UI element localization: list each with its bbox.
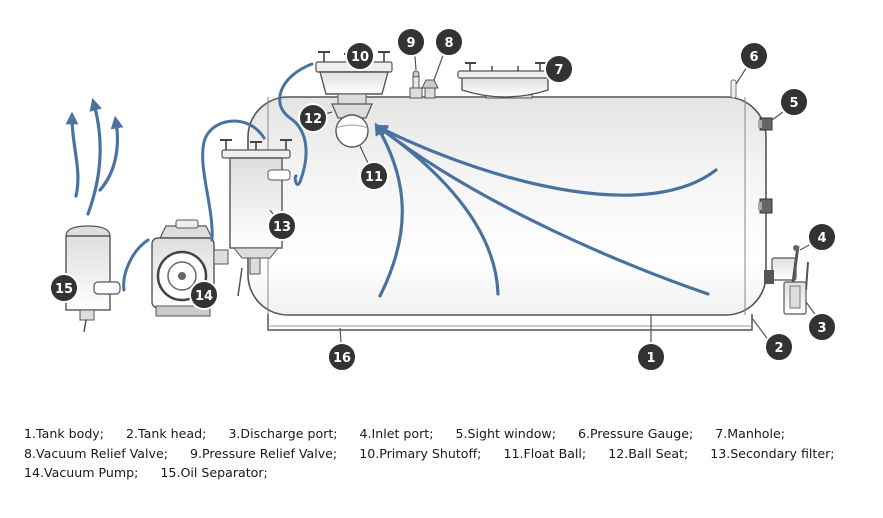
svg-text:2: 2 xyxy=(774,341,783,356)
ball-seat xyxy=(331,103,373,119)
legend-line-3: 14.Vacuum Pump; 15.Oil Separator; xyxy=(24,463,874,483)
float-ball xyxy=(335,114,369,148)
pressure-gauge xyxy=(730,79,737,99)
svg-text:6: 6 xyxy=(749,50,758,65)
manhole xyxy=(457,62,553,99)
legend-line-1: 1.Tank body; 2.Tank head; 3.Discharge po… xyxy=(24,424,874,444)
legend-item-secondary-filter: 13.Secondary filter; xyxy=(710,445,835,461)
exhaust-arrows xyxy=(65,97,124,216)
legend-item-pressure-gauge: 6.Pressure Gauge; xyxy=(577,426,694,441)
secondary-filter xyxy=(220,139,292,297)
legend-item-vacuum-pump: 14.Vacuum Pump; xyxy=(24,465,139,480)
legend-item-vacuum-relief-valve: 8.Vacuum Relief Valve; xyxy=(24,445,168,461)
svg-text:7: 7 xyxy=(554,63,563,78)
pressure-relief-valve xyxy=(409,70,423,99)
svg-text:16: 16 xyxy=(333,351,351,366)
callout-1: 1 xyxy=(636,342,666,372)
legend-line-2: 8.Vacuum Relief Valve; 9.Pressure Relief… xyxy=(24,444,874,464)
callout-3: 3 xyxy=(807,312,837,342)
legend-item-tank-head: 2.Tank head; xyxy=(126,426,207,441)
svg-text:9: 9 xyxy=(406,36,415,51)
svg-text:4: 4 xyxy=(817,231,826,246)
base-frame xyxy=(267,314,753,331)
vacuum-pump xyxy=(151,219,229,317)
vacuum-tank-diagram: 1 2 3 4 5 6 7 8 9 10 11 12 xyxy=(49,27,837,372)
sight-window xyxy=(758,117,773,214)
svg-text:10: 10 xyxy=(351,50,369,65)
legend: 1.Tank body; 2.Tank head; 3.Discharge po… xyxy=(24,424,874,483)
primary-shutoff xyxy=(315,51,393,105)
legend-item-discharge-port: 3.Discharge port; xyxy=(228,426,338,441)
svg-text:1: 1 xyxy=(646,351,655,366)
legend-item-ball-seat: 12.Ball Seat; xyxy=(608,445,689,461)
legend-item-inlet-port: 4.Inlet port; xyxy=(359,426,434,441)
legend-item-tank-body: 1.Tank body; xyxy=(24,426,105,441)
callout-9: 9 xyxy=(396,27,426,57)
callout-8: 8 xyxy=(434,27,464,57)
internal-airflow xyxy=(374,122,718,298)
callout-16: 16 xyxy=(327,342,357,372)
legend-item-oil-separator: 15.Oil Separator; xyxy=(160,465,268,480)
callout-4: 4 xyxy=(807,222,837,252)
callout-14: 14 xyxy=(189,280,219,310)
discharge-port xyxy=(764,270,807,315)
callout-10: 10 xyxy=(345,41,375,71)
svg-text:5: 5 xyxy=(789,96,798,111)
legend-item-primary-shutoff: 10.Primary Shutoff; xyxy=(359,445,482,461)
svg-text:13: 13 xyxy=(273,220,291,235)
vacuum-relief-valve xyxy=(421,79,439,99)
callout-6: 6 xyxy=(739,41,769,71)
callout-5: 5 xyxy=(779,87,809,117)
piping-flow xyxy=(122,62,314,292)
legend-item-float-ball: 11.Float Ball; xyxy=(503,445,587,461)
callout-11: 11 xyxy=(359,161,389,191)
svg-text:11: 11 xyxy=(365,170,383,185)
svg-text:14: 14 xyxy=(195,289,213,304)
svg-text:15: 15 xyxy=(55,282,73,297)
callout-15: 15 xyxy=(49,273,79,303)
svg-text:12: 12 xyxy=(304,112,322,127)
legend-item-pressure-relief-valve: 9.Pressure Relief Valve; xyxy=(189,445,338,461)
legend-item-manhole: 7.Manhole; xyxy=(715,426,786,441)
callout-12: 12 xyxy=(298,103,328,133)
legend-item-sight-window: 5.Sight window; xyxy=(455,426,556,441)
callout-13: 13 xyxy=(267,211,297,241)
svg-text:8: 8 xyxy=(444,36,453,51)
callout-2: 2 xyxy=(764,332,794,362)
callout-7: 7 xyxy=(544,54,574,84)
svg-text:3: 3 xyxy=(817,321,826,336)
